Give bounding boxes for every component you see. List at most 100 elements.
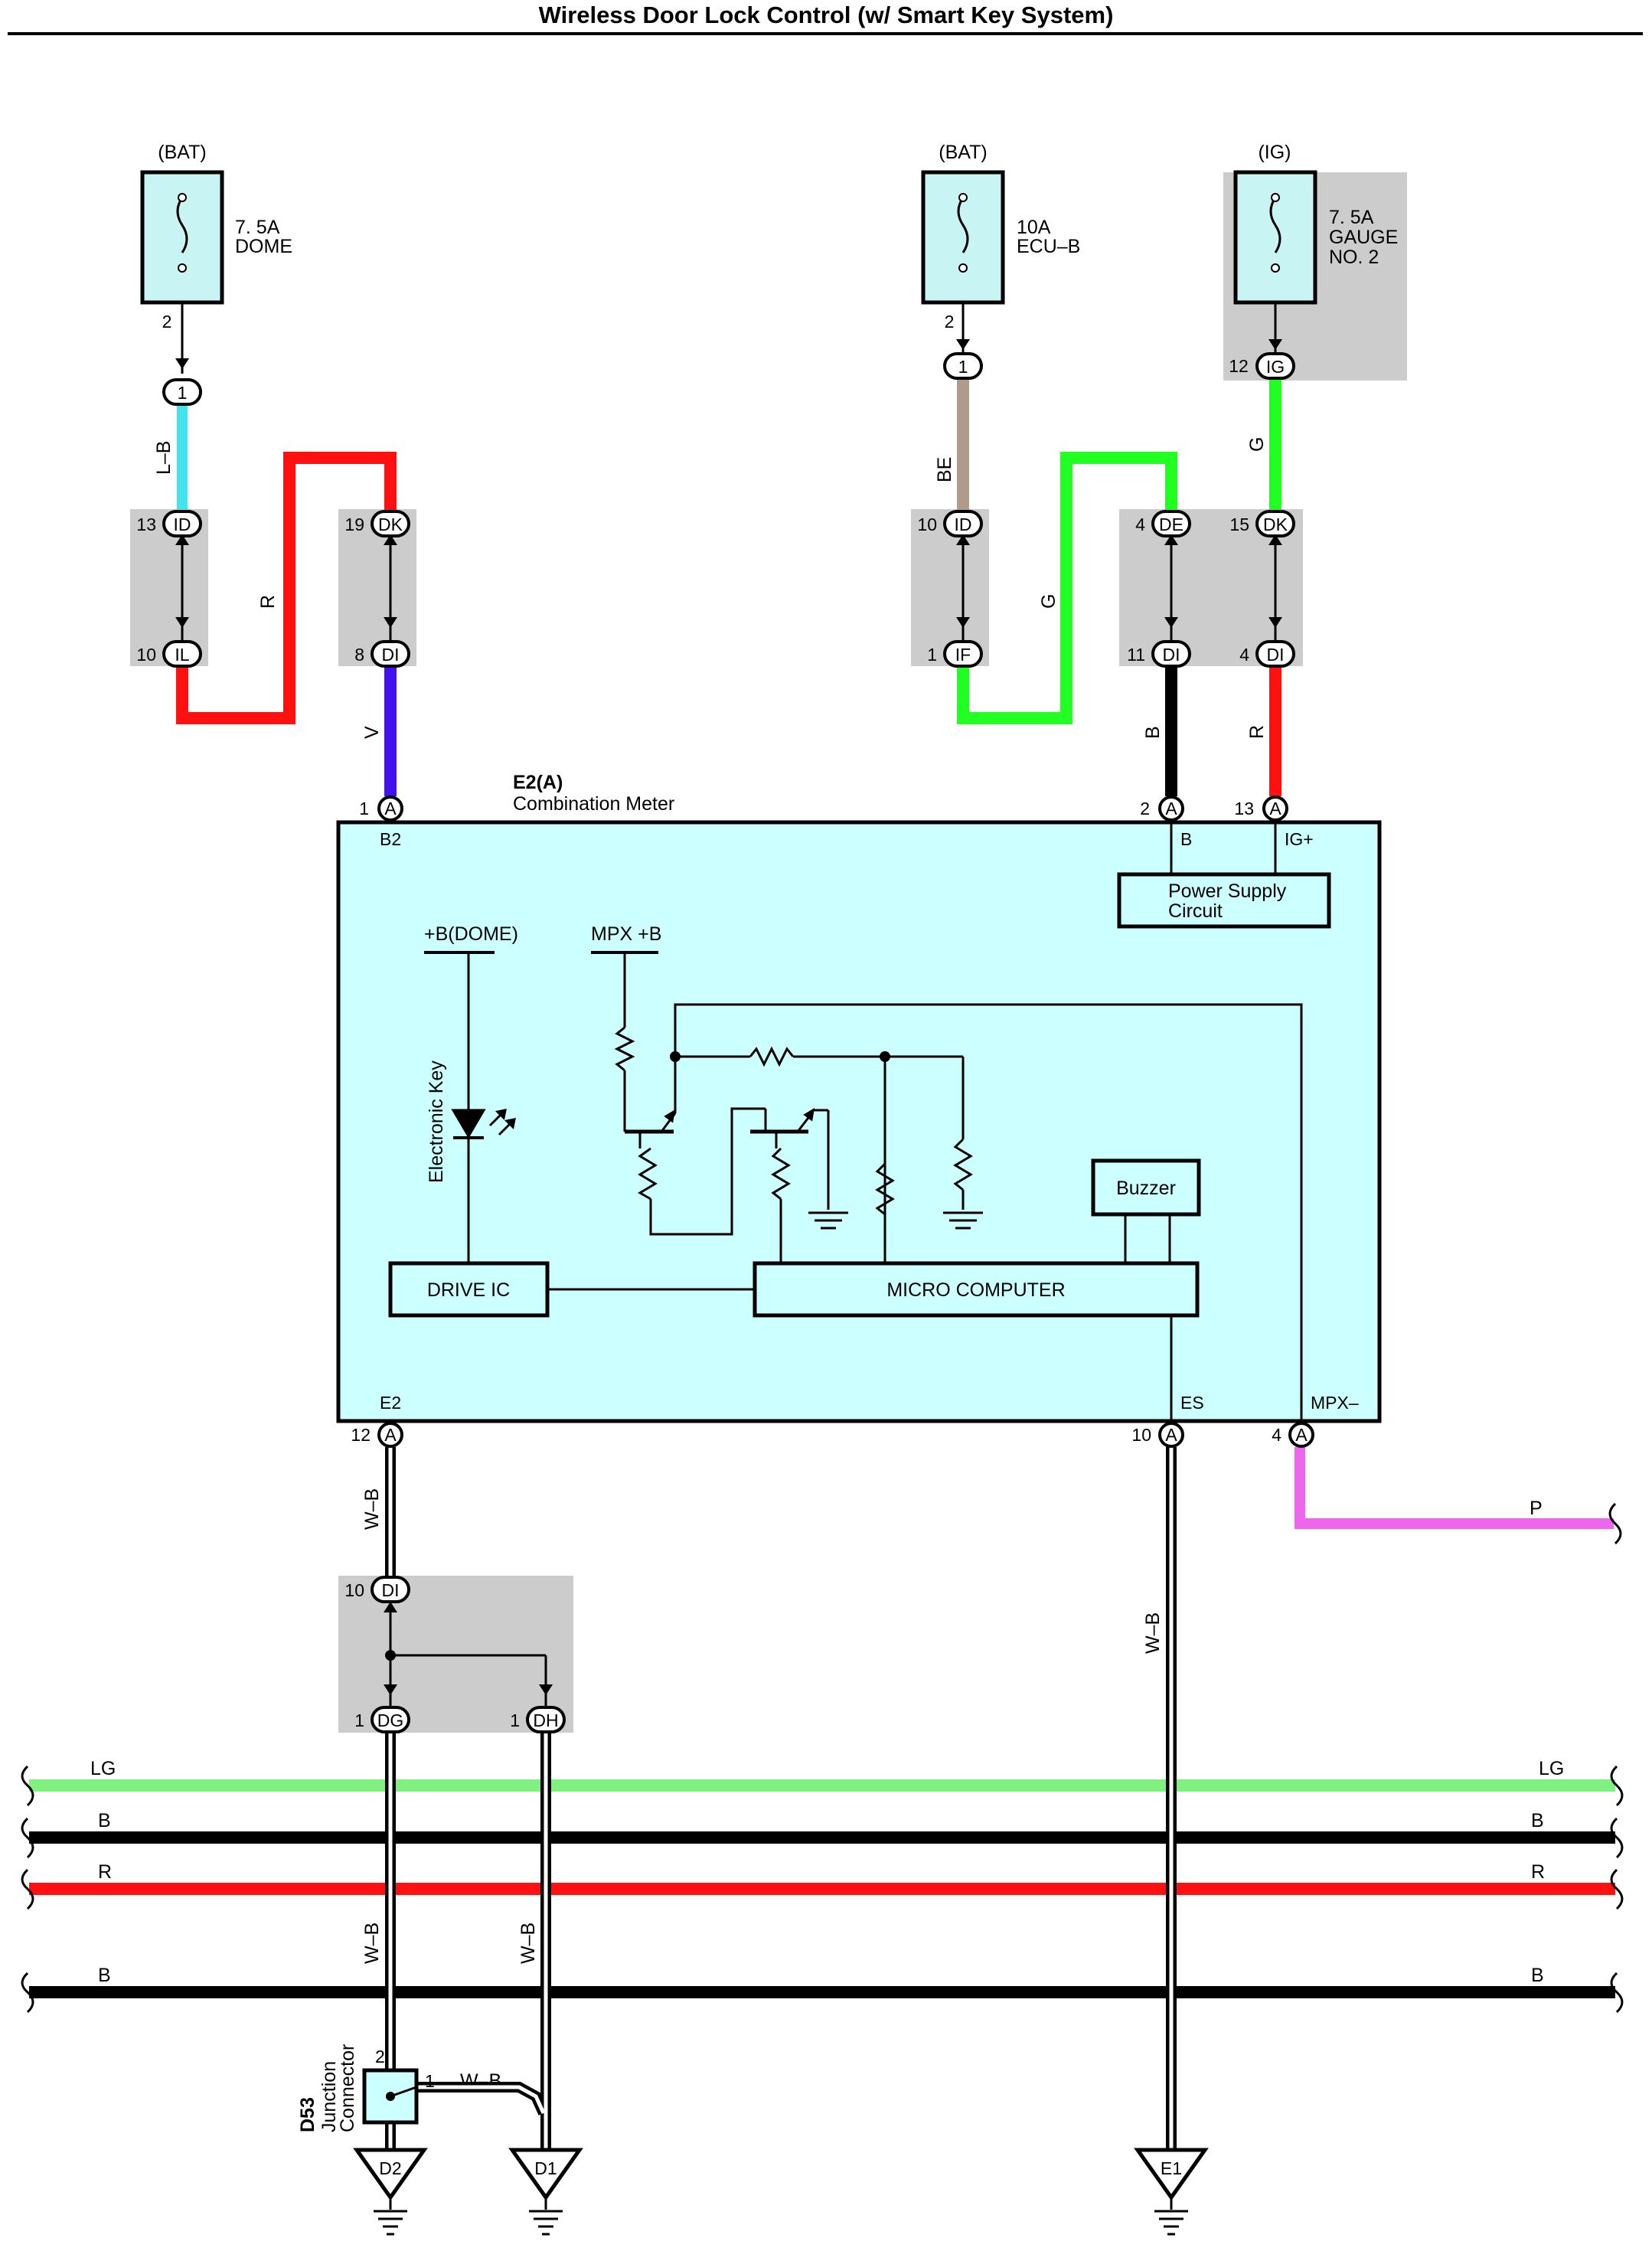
- svg-text:1: 1: [958, 357, 968, 377]
- fuse-gauge-name2: NO. 2: [1329, 247, 1379, 268]
- svg-text:4: 4: [1239, 645, 1249, 665]
- svg-text:D1: D1: [534, 2158, 557, 2178]
- svg-text:IG+: IG+: [1285, 829, 1314, 849]
- svg-text:ID: ID: [955, 515, 972, 534]
- junction-line1: Junction: [318, 2061, 340, 2132]
- svg-text:11: 11: [1127, 645, 1145, 665]
- svg-text:DI: DI: [382, 1580, 400, 1600]
- svg-text:D2: D2: [379, 2158, 401, 2178]
- fuse-dome: (BAT) 7. 5A DOME 2: [140, 142, 292, 332]
- ground-d1: D1: [508, 2148, 583, 2236]
- svg-text:DRIVE IC: DRIVE IC: [427, 1279, 510, 1301]
- ground-d2: D2: [353, 2148, 428, 2236]
- connector-8-di: DI 8: [354, 640, 410, 668]
- svg-text:B2: B2: [380, 829, 401, 849]
- wires: [176, 379, 1614, 1529]
- svg-text:DE: DE: [1159, 515, 1183, 534]
- wire-label-wb4: W–B: [517, 1923, 539, 1964]
- svg-text:1: 1: [510, 1710, 520, 1730]
- meter-id: E2(A): [513, 772, 563, 793]
- svg-text:Buzzer: Buzzer: [1116, 1178, 1176, 1199]
- fuse-element-icon: [957, 197, 969, 253]
- wire-label-wb1: W–B: [361, 1488, 383, 1530]
- fuse-gauge-pin: 12: [1229, 356, 1249, 376]
- wire-labels: L–B R V BE G G B R W–B W–B P W–B W–B W–B: [153, 437, 1543, 2092]
- svg-text:MPX–: MPX–: [1311, 1393, 1359, 1413]
- svg-text:DK: DK: [378, 515, 403, 534]
- junction-connector-d53: 2 1 D53 Junction Connector: [297, 2044, 435, 2132]
- node-dot: [670, 1051, 681, 1062]
- connector-4-de: DE 4: [1135, 510, 1191, 537]
- bus-label-right-0: LG: [1539, 1758, 1564, 1779]
- svg-text:DH: DH: [533, 1710, 558, 1730]
- wire-label-r1: R: [257, 595, 279, 609]
- fuse-gauge: (IG) 7. 5A GAUGE NO. 2 12: [1229, 142, 1398, 376]
- svg-text:A: A: [1165, 799, 1177, 818]
- meter-pins-top: A 1 B2 A 2 B A 13 IG+: [359, 796, 1314, 849]
- grounds: D2 D1 E1: [353, 2148, 1209, 2236]
- bus-label-right-3: B: [1531, 1965, 1544, 1986]
- wire-label-b1: B: [1142, 726, 1164, 739]
- wire-label-v: V: [361, 726, 383, 739]
- connector-19-dk: DK 19: [344, 510, 410, 537]
- wire-label-r2: R: [1246, 725, 1268, 739]
- fuse-gauge-rating: 7. 5A: [1329, 207, 1374, 228]
- pin-bottom-12: E2 A 12: [351, 1393, 403, 1448]
- junction-id: D53: [297, 2097, 318, 2132]
- svg-text:1: 1: [178, 383, 188, 403]
- fuse-ecu-b-name: ECU–B: [1017, 236, 1080, 257]
- svg-text:8: 8: [354, 645, 364, 665]
- fuse-gauge-name1: GAUGE: [1329, 227, 1398, 248]
- fuse-dome-pin: 2: [162, 312, 172, 332]
- svg-text:DK: DK: [1263, 515, 1288, 534]
- bus-label-left-2: R: [98, 1861, 112, 1883]
- svg-text:IG: IG: [1266, 357, 1285, 377]
- svg-text:1: 1: [359, 799, 369, 818]
- connector-15-dk: DK 15: [1229, 510, 1295, 537]
- wire-label-wb2: W–B: [1142, 1612, 1164, 1654]
- wire-label-wb3: W–B: [361, 1923, 383, 1964]
- svg-text:10: 10: [1131, 1425, 1151, 1445]
- svg-text:1: 1: [354, 1710, 364, 1730]
- svg-text:15: 15: [1229, 515, 1249, 534]
- micro-computer: MICRO COMPUTER: [753, 1261, 1200, 1318]
- fuse-ecu-b: (BAT) 10A ECU–B 2: [921, 142, 1080, 332]
- svg-text:DG: DG: [377, 1710, 404, 1730]
- meter-pins-bottom: E2 A 12 ES A 10 MPX– A 4: [351, 1393, 1359, 1448]
- svg-text:ES: ES: [1180, 1393, 1204, 1413]
- svg-text:E2: E2: [380, 1393, 401, 1413]
- svg-text:DI: DI: [1163, 645, 1180, 665]
- drive-ic: DRIVE IC: [388, 1261, 550, 1318]
- svg-text:2: 2: [375, 2047, 385, 2066]
- wire-label-g2: G: [1246, 437, 1268, 452]
- pin-top-13: A 13 IG+: [1234, 796, 1314, 849]
- connector-ecu-junction: 1: [943, 352, 983, 380]
- label-electronic-key: Electronic Key: [426, 1060, 447, 1183]
- pin-top-2: A 2 B: [1140, 796, 1192, 849]
- led-light-arrows-icon: [488, 1109, 516, 1136]
- wire-p: [1295, 1447, 1614, 1529]
- junction-line2: Connector: [337, 2044, 358, 2132]
- wire-label-p: P: [1530, 1498, 1543, 1519]
- wb-wires: [385, 1447, 1177, 2150]
- meter-name: Combination Meter: [513, 793, 674, 815]
- svg-text:A: A: [1165, 1425, 1177, 1445]
- svg-text:ID: ID: [174, 515, 191, 534]
- bus-lines: LG LG B B R R B B: [21, 1502, 1624, 2014]
- connector-10-di-lower: DI 10: [344, 1576, 410, 1603]
- svg-text:10: 10: [917, 515, 937, 534]
- bus-label-right-1: B: [1531, 1810, 1544, 1831]
- svg-text:B: B: [1180, 829, 1192, 849]
- svg-text:A: A: [384, 799, 397, 818]
- connector-10-il: IL 10: [136, 640, 202, 668]
- fuse-ecu-b-source: (BAT): [939, 142, 987, 163]
- connector-1-dh: DH 1: [510, 1706, 566, 1733]
- svg-text:4: 4: [1135, 515, 1145, 534]
- fuse-element-icon: [176, 197, 188, 253]
- fuse-element-icon: [1269, 197, 1281, 253]
- meter-internal-circuit: [424, 951, 1303, 1421]
- ground-e1: E1: [1134, 2148, 1209, 2236]
- svg-text:E1: E1: [1161, 2158, 1182, 2178]
- svg-text:19: 19: [344, 515, 364, 534]
